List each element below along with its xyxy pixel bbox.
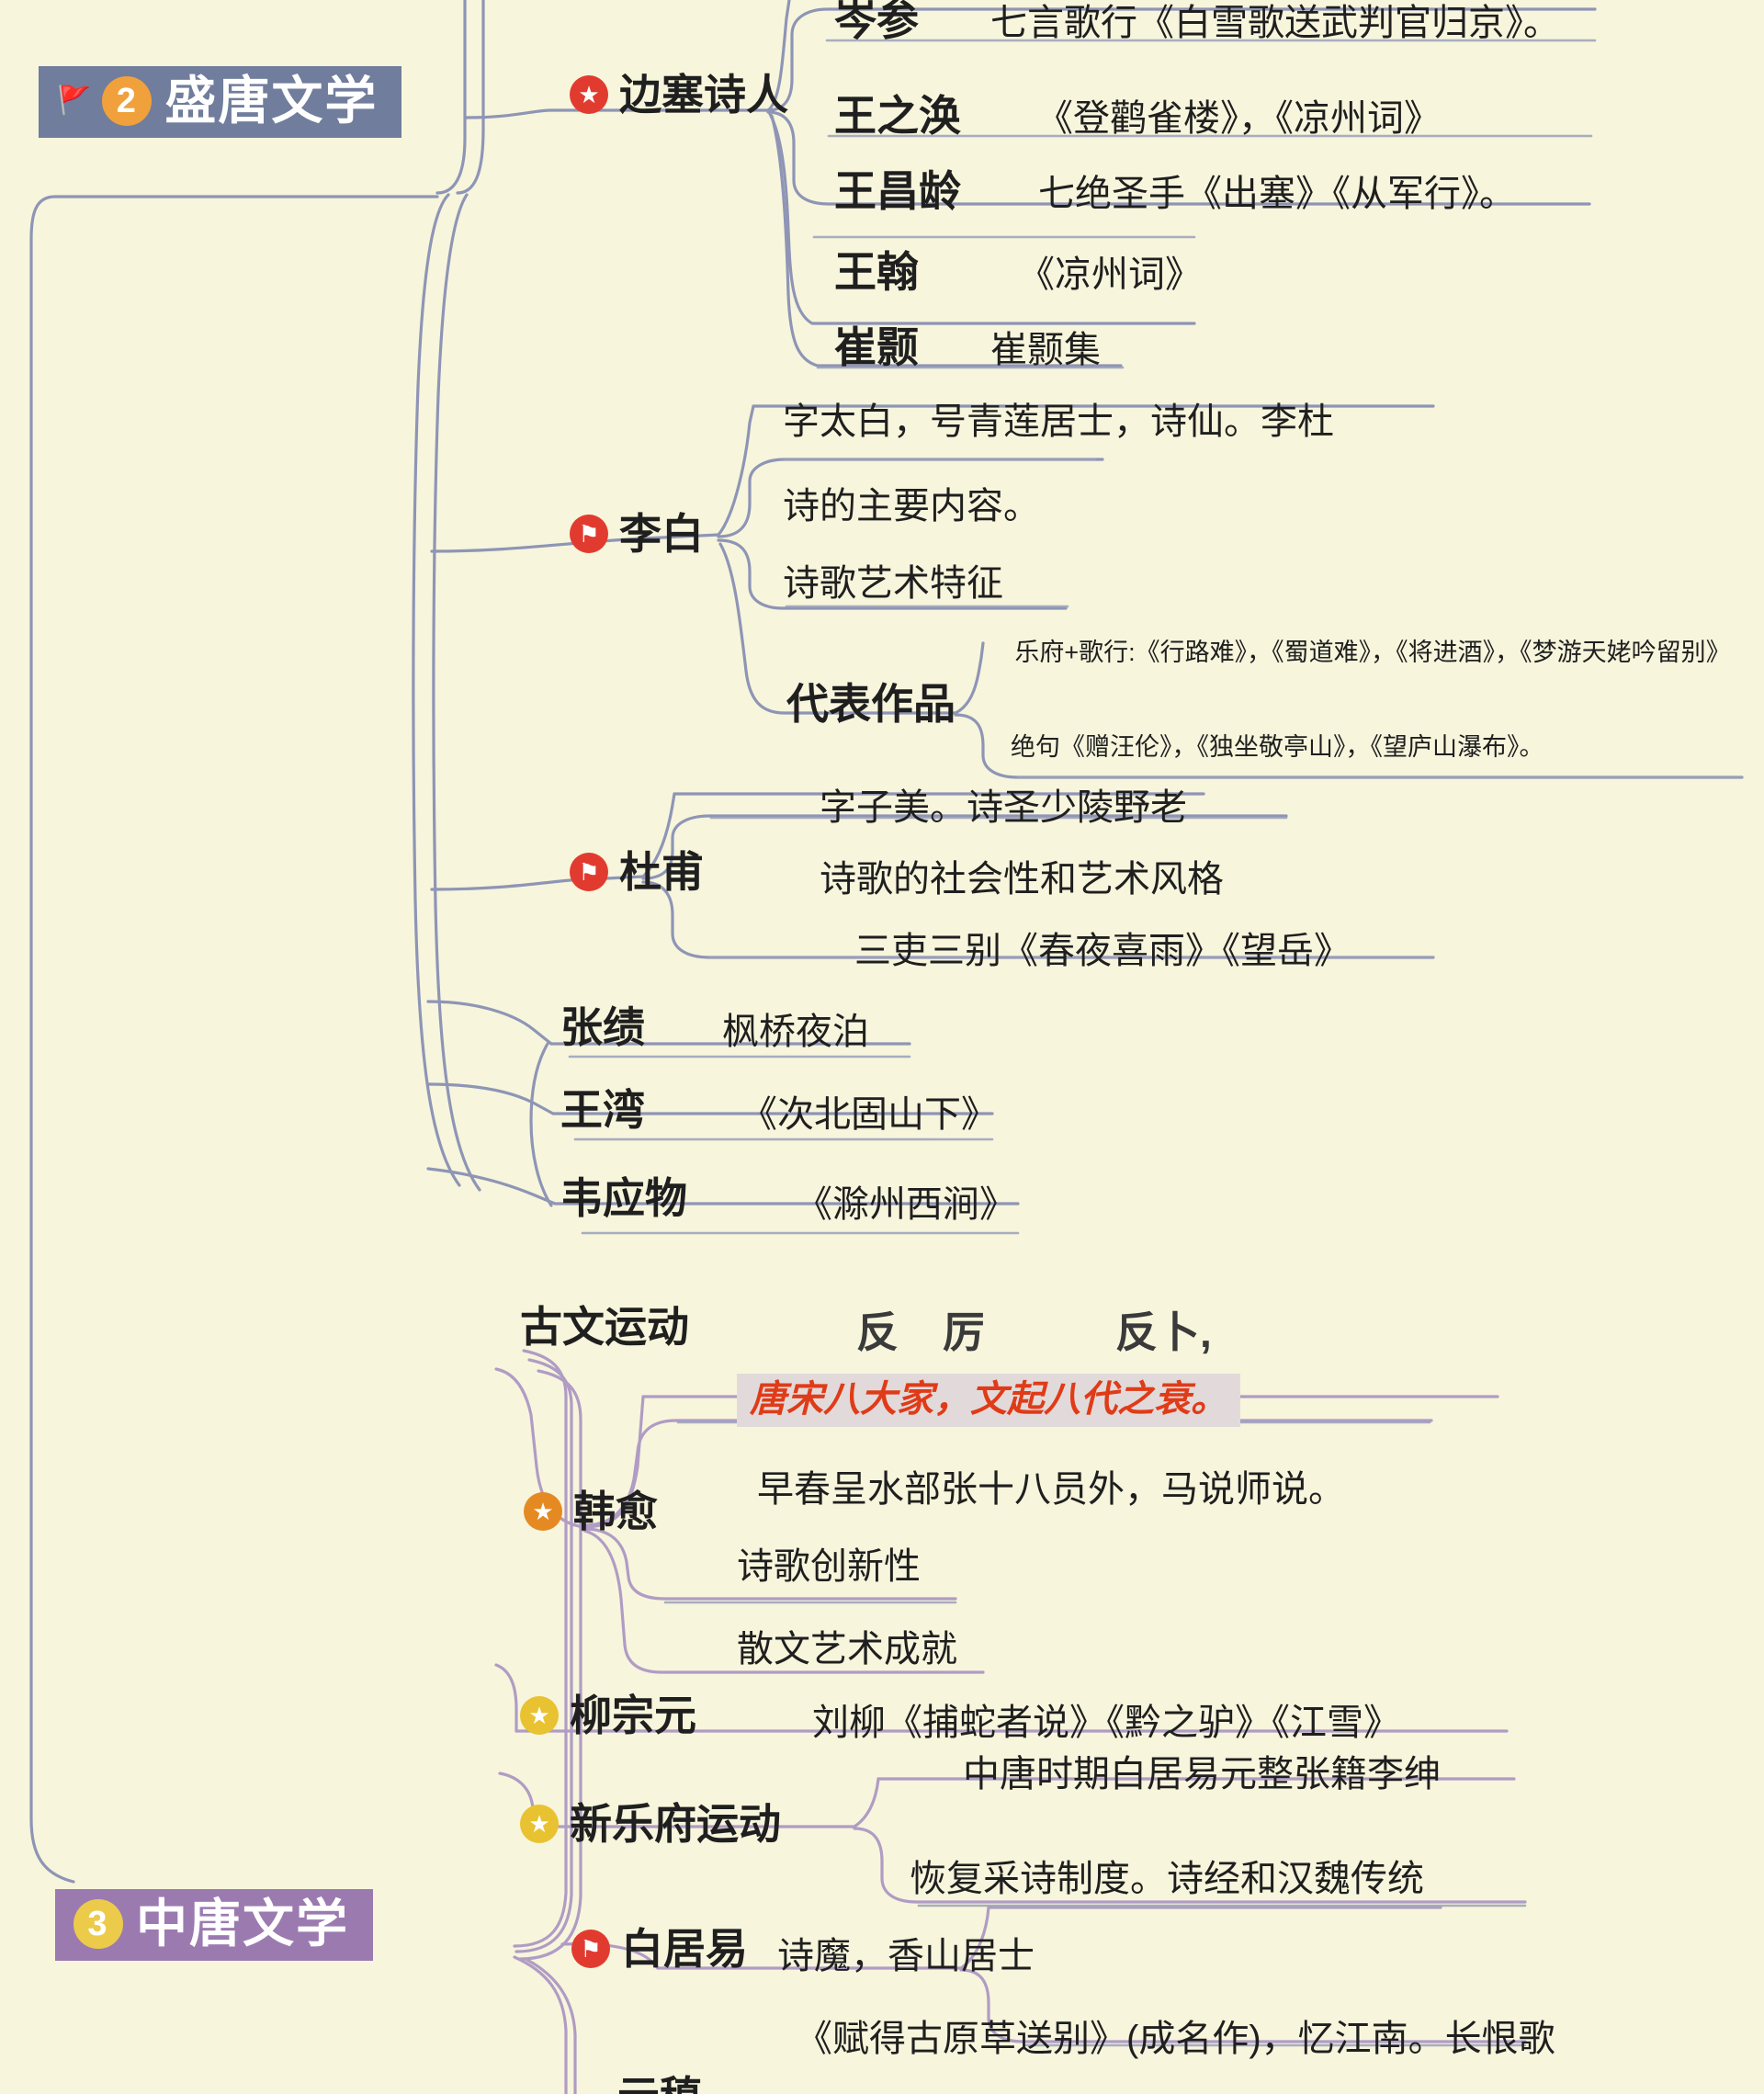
root-number-badge: 2 xyxy=(102,76,153,126)
libai-work-line: 绝句《赠汪伦》，《独坐敬亭山》，《望庐山瀑布》。 xyxy=(1011,733,1544,761)
guwen-fragment: 反卜, xyxy=(1115,1308,1212,1356)
poet-work: 枫桥夜泊 xyxy=(722,1012,869,1052)
topic-label: 李白 xyxy=(619,510,704,558)
dufu-intro: 字子美。诗圣少陵野老 xyxy=(820,787,1187,828)
topic-label: 柳宗元 xyxy=(570,1692,696,1739)
xinyuefu-line-2: 恢复采诗制度。诗经和汉魏传统 xyxy=(910,1859,1424,1899)
poet-work: 七言歌行《白雪歌送武判官归京》。 xyxy=(990,3,1560,43)
guwen-fragment: 反 xyxy=(856,1308,899,1356)
libai-art: 诗歌艺术特征 xyxy=(783,563,1003,604)
star-icon: ★ xyxy=(570,75,608,114)
topic-biansai-shiren[interactable]: ★ 边塞诗人 xyxy=(570,74,788,116)
poet-work: 《次北固山下》 xyxy=(741,1094,998,1135)
poet-name: 王之涣 xyxy=(834,92,961,140)
poet-name: 王湾 xyxy=(560,1086,645,1134)
dufu-works: 三吏三别《春夜喜雨》《望岳》 xyxy=(854,931,1351,971)
topic-label: 边塞诗人 xyxy=(619,71,788,119)
star-icon: ★ xyxy=(520,1805,559,1843)
topic-label: 新乐府运动 xyxy=(570,1800,781,1848)
topic-label: 韩愈 xyxy=(573,1488,658,1535)
hanyu-works: 早春呈水部张十八员外，马说师说。 xyxy=(757,1469,1345,1510)
baijuyi-works: 《赋得古原草送别》(成名作)，忆江南。长恨歌 xyxy=(796,2019,1555,2059)
poet-work: 《滁州西涧》 xyxy=(796,1184,1016,1225)
baijuyi-alias: 诗魔，香山居士 xyxy=(777,1936,1035,1976)
poet-name: 岑参 xyxy=(834,0,919,44)
topic-liuzongyuan[interactable]: ★ 柳宗元 xyxy=(520,1694,696,1737)
libai-work-line: 乐府+歌行:《行路难》，《蜀道难》，《将进酒》，《梦游天姥吟留别》 xyxy=(1014,639,1731,666)
guwen-movement-label: 古文运动 xyxy=(520,1303,689,1351)
topic-baijuyi[interactable]: ⚑ 白居易 xyxy=(571,1928,748,1970)
flag-icon: ⚑ xyxy=(570,515,608,553)
poet-name: 崔颢 xyxy=(834,323,919,371)
topic-hanyu[interactable]: ★ 韩愈 xyxy=(524,1490,658,1533)
poet-name: 王昌龄 xyxy=(834,167,961,215)
hanyu-prose: 散文艺术成就 xyxy=(737,1629,957,1670)
topic-xinyuefu[interactable]: ★ 新乐府运动 xyxy=(520,1803,781,1845)
poet-name: 王翰 xyxy=(834,248,919,296)
root-topic-label: 盛唐文学 xyxy=(164,72,379,130)
topic-dufu[interactable]: ⚑ 杜甫 xyxy=(570,851,704,893)
poet-work: 七绝圣手《出塞》《从军行》。 xyxy=(1038,174,1516,214)
flag-icon: ⚑ xyxy=(570,853,608,891)
topic-libai[interactable]: ⚑ 李白 xyxy=(570,513,704,555)
root-topic-3[interactable]: 3 中唐文学 xyxy=(55,1889,373,1961)
poet-name: 张绩 xyxy=(560,1003,645,1051)
libai-content: 诗的主要内容。 xyxy=(783,486,1040,526)
flag-icon: ⚑ xyxy=(571,1930,610,1968)
root-number-badge: 3 xyxy=(74,1899,123,1949)
topic-label: 白居易 xyxy=(621,1925,748,1973)
xinyuefu-line-1: 中唐时期白居易元整张籍李绅 xyxy=(963,1754,1441,1794)
poet-name: 韦应物 xyxy=(560,1174,687,1222)
root-topic-label: 中唐文学 xyxy=(136,1895,349,1953)
hanyu-poetry: 诗歌创新性 xyxy=(737,1546,921,1587)
star-icon: ★ xyxy=(520,1696,559,1735)
topic-label: 杜甫 xyxy=(619,848,704,896)
dufu-style: 诗歌的社会性和艺术风格 xyxy=(820,859,1224,900)
poet-work: 崔颢集 xyxy=(990,330,1101,370)
hanyu-highlight: 唐宋八大家，文起八代之衰。 xyxy=(737,1374,1240,1427)
libai-intro: 字太白，号青莲居士，诗仙。李杜 xyxy=(783,402,1334,442)
guwen-fragment: 厉 xyxy=(943,1308,985,1356)
poet-work: 《凉州词》 xyxy=(1018,255,1202,295)
libai-works-label: 代表作品 xyxy=(786,680,956,728)
star-icon: ★ xyxy=(524,1492,562,1531)
root-topic-2[interactable]: 🚩 2 盛唐文学 xyxy=(39,66,402,138)
flag-icon: 🚩 xyxy=(57,85,94,116)
liuzongyuan-works: 刘柳《捕蛇者说》《黔之驴》《江雪》 xyxy=(812,1703,1400,1743)
poet-work: 《登鹳雀楼》，《凉州词》 xyxy=(1036,98,1441,139)
hanyu-highlight-wrap: 唐宋八大家，文起八代之衰。 xyxy=(737,1374,1240,1427)
bottom-cutoff-node: 元稹 xyxy=(617,2073,702,2094)
